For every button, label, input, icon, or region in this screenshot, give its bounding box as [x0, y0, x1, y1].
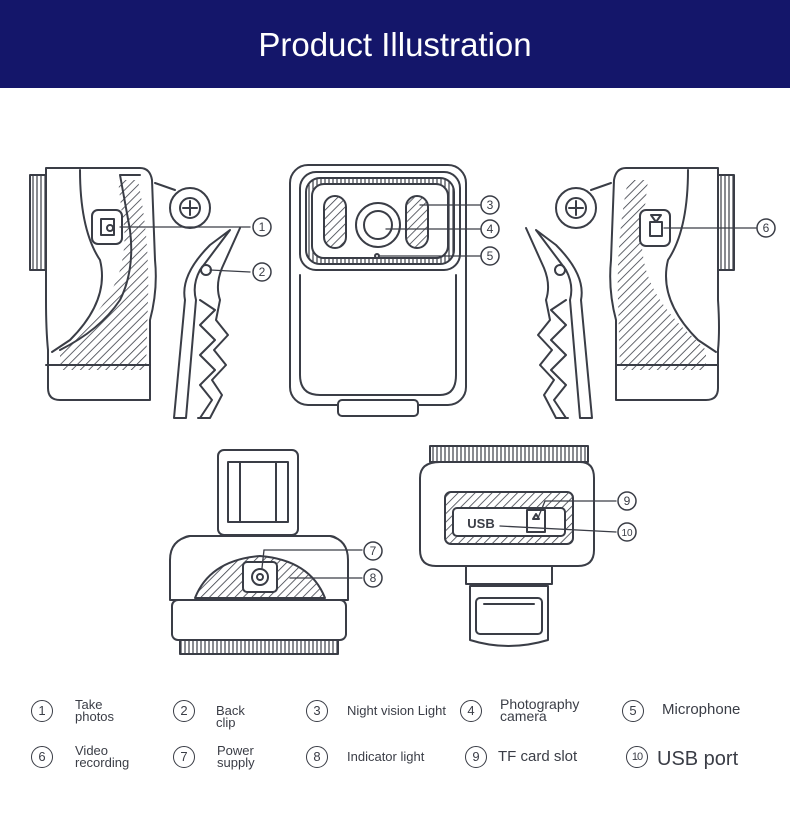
- legend-number: 9: [465, 746, 487, 768]
- page-title: Product Illustration: [258, 26, 532, 63]
- front-view: [289, 164, 467, 417]
- svg-text:9: 9: [624, 494, 631, 508]
- usb-slot-label: USB: [467, 516, 494, 531]
- svg-text:10: 10: [621, 528, 633, 539]
- product-diagram: 1 2 3 4 5 6 7 8 9 10 USB: [29, 164, 776, 655]
- svg-text:5: 5: [487, 249, 494, 263]
- legend-number: 5: [622, 700, 644, 722]
- legend-number: 2: [173, 700, 195, 722]
- legend-label: Microphone: [662, 701, 741, 718]
- legend-label: Night vision Light: [347, 703, 446, 718]
- svg-text:7: 7: [370, 544, 377, 558]
- legend-number: 8: [306, 746, 328, 768]
- leader-lines: [119, 204, 757, 579]
- legend-label: TF card slot: [498, 748, 578, 765]
- left-side-view: [29, 167, 241, 419]
- svg-text:2: 2: [259, 265, 266, 279]
- legend-label: Back clip: [216, 703, 245, 730]
- svg-text:3: 3: [487, 198, 494, 212]
- callout-5: 5: [480, 246, 500, 266]
- callout-10: 10: [617, 522, 637, 542]
- callout-7: 7: [363, 541, 383, 561]
- callout-3: 3: [480, 195, 500, 215]
- callout-2: 2: [252, 262, 272, 282]
- legend-number: 3: [306, 700, 328, 722]
- legend-number: 6: [31, 746, 53, 768]
- callout-4: 4: [480, 219, 500, 239]
- legend-number: 1: [31, 700, 53, 722]
- callout-8: 8: [363, 568, 383, 588]
- right-side-view: [525, 167, 735, 419]
- legend-number: 4: [460, 700, 482, 722]
- callout-1: 1: [252, 217, 272, 237]
- legend-label: Indicator light: [347, 749, 425, 764]
- svg-text:6: 6: [763, 221, 770, 235]
- callout-6: 6: [756, 218, 776, 238]
- svg-text:4: 4: [487, 222, 494, 236]
- svg-text:1: 1: [259, 220, 266, 234]
- callout-9: 9: [617, 491, 637, 511]
- svg-text:8: 8: [370, 571, 377, 585]
- title-banner: [0, 0, 790, 88]
- legend-label: USB port: [657, 748, 739, 770]
- legend-number: 10: [626, 746, 648, 768]
- legend-number: 7: [173, 746, 195, 768]
- bottom-right-view: [419, 445, 595, 647]
- bottom-left-view: [169, 449, 349, 655]
